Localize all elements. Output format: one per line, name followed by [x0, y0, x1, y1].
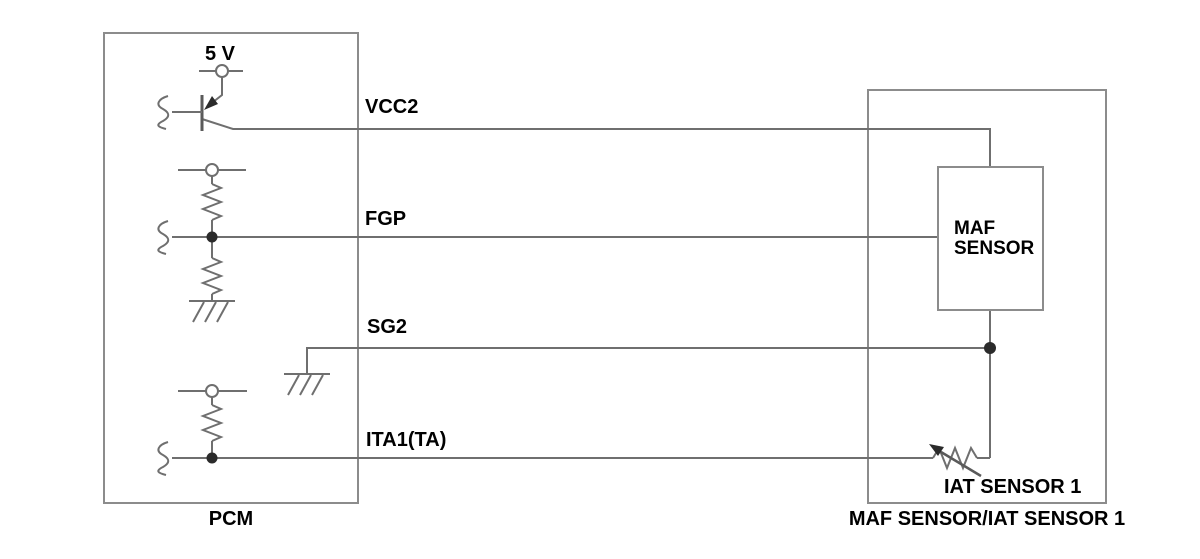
- wire-label-vcc2: VCC2: [365, 96, 419, 118]
- maf-sensor-label: MAF SENSOR: [940, 167, 1043, 310]
- wire-break-icon: [157, 95, 170, 130]
- junction-dot-icon: [206, 231, 218, 243]
- wire-label-ita1: ITA1(TA): [366, 429, 447, 451]
- thermistor-icon: [929, 444, 982, 478]
- pcm-label: PCM: [208, 508, 254, 530]
- wire-vcc2: [201, 118, 991, 167]
- wire-break-icon: [157, 220, 170, 255]
- fgp-pulldown-resistor-icon: [200, 241, 224, 301]
- iat-sensor-label: IAT SENSOR 1: [944, 476, 1082, 498]
- ita1-terminal-icon: [178, 384, 247, 398]
- junction-dot-icon: [984, 342, 996, 354]
- supply-terminal-icon: [199, 64, 243, 78]
- pcm-box: [103, 32, 359, 504]
- wire-sg2: [306, 310, 991, 458]
- maf-sensor-box: [937, 166, 1044, 311]
- maf-sensor-label-line2: SENSOR: [954, 237, 1035, 259]
- wire-label-fgp: FGP: [365, 208, 407, 230]
- supply-voltage-label: 5 V: [205, 43, 236, 65]
- ground-icon-sg2: [283, 373, 331, 396]
- fgp-terminal-icon: [178, 163, 246, 177]
- maf-sensor-label-line1: MAF: [954, 217, 996, 239]
- module-label: MAF SENSOR/IAT SENSOR 1: [848, 508, 1126, 530]
- maf-iat-module-box: [867, 89, 1107, 504]
- ita1-pullup-resistor-icon: [200, 397, 224, 453]
- fgp-pullup-resistor-icon: [200, 176, 224, 233]
- ground-icon-fgp: [188, 300, 236, 323]
- wire-break-icon: [157, 441, 170, 476]
- junction-dot-icon: [206, 452, 218, 464]
- pnp-transistor-icon: [172, 77, 223, 131]
- wire-label-sg2: SG2: [367, 316, 408, 338]
